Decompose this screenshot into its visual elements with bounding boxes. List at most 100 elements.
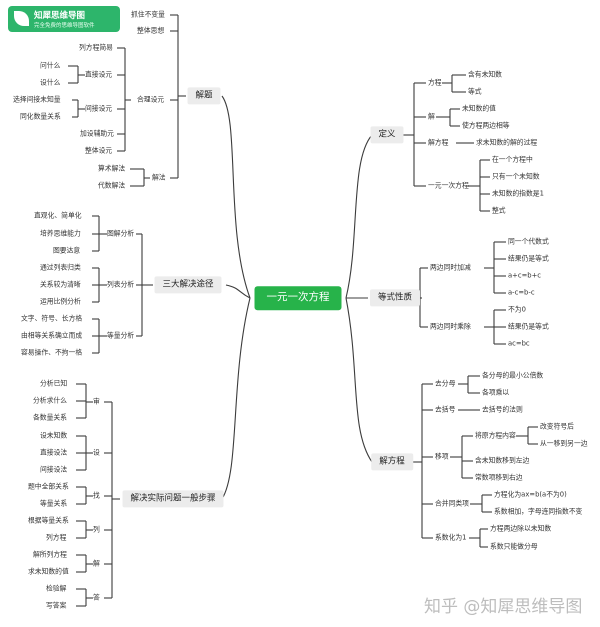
node-jiefa[interactable]: 解法 — [152, 173, 166, 182]
node-jiefangcheng-dingyi[interactable]: 解方程 — [428, 138, 449, 147]
node-shifangcheng[interactable]: 使方程两边相等 — [462, 121, 510, 130]
node-fenxiqiu[interactable]: 分析求什么 — [33, 396, 67, 405]
node-qiuweizhi[interactable]: 求未知数的值 — [28, 567, 69, 576]
node-daishu[interactable]: 代数解法 — [98, 181, 126, 190]
node-qukuohao[interactable]: 去括号 — [435, 405, 456, 414]
branch-jieti[interactable]: 解题 — [187, 87, 221, 105]
node-liebiao[interactable]: 列表分析 — [107, 280, 135, 289]
node-liefangcheng[interactable]: 列方程简易 — [79, 43, 113, 52]
node-tongguo[interactable]: 通过列表归类 — [40, 263, 81, 272]
node-chengchu[interactable]: 两边同时乘除 — [430, 322, 471, 331]
node-tujie[interactable]: 图解分析 — [107, 229, 135, 238]
watermark: 知乎 @知犀思维导图 — [424, 597, 583, 617]
node-changshu[interactable]: 常数项移到右边 — [475, 473, 523, 482]
node-zhiguan[interactable]: 直观化、简单化 — [34, 211, 82, 220]
node-jieguo2[interactable]: 结果仍是等式 — [508, 322, 549, 331]
node-tonghua[interactable]: 同化数量关系 — [20, 112, 61, 121]
node-peiyang[interactable]: 培养思维能力 — [40, 229, 81, 238]
node-xishuhua1[interactable]: 系数化为1 — [435, 533, 467, 542]
node-qiujie[interactable]: 求未知数的解的过程 — [476, 138, 538, 147]
node-tuyao[interactable]: 图要达意 — [53, 246, 81, 255]
node-dengshi[interactable]: 等式 — [468, 87, 482, 96]
node-geshu[interactable]: 各数量关系 — [33, 413, 67, 422]
node-qufenmu[interactable]: 去分母 — [435, 379, 456, 388]
node-gaibian[interactable]: 改变符号后 — [540, 422, 574, 431]
node-zaiyige[interactable]: 在一个方程中 — [492, 155, 533, 164]
node-jieguo1[interactable]: 结果仍是等式 — [508, 254, 549, 263]
node-jianjieshe[interactable]: 间接设法 — [40, 465, 68, 474]
node-suanshu[interactable]: 算术解法 — [98, 164, 126, 173]
branch-tujing[interactable]: 三大解决途径 — [154, 276, 222, 294]
node-jie[interactable]: 解 — [93, 559, 100, 568]
node-zhao[interactable]: 找 — [93, 491, 100, 500]
node-zhuabu[interactable]: 抓住不变量 — [131, 10, 165, 19]
node-huawei[interactable]: 方程化为ax=b(a不为0) — [494, 490, 567, 499]
node-fenxiyizhi[interactable]: 分析已知 — [40, 379, 68, 388]
node-gefenzi[interactable]: 各分母的最小公倍数 — [482, 371, 544, 380]
node-dengliangguanxi[interactable]: 等量关系 — [40, 499, 68, 508]
node-gexiang[interactable]: 各项乘以 — [482, 388, 510, 397]
node-jiesuolie[interactable]: 解所列方程 — [33, 550, 67, 559]
node-qukuohaofa[interactable]: 去括号的法则 — [482, 405, 523, 414]
leaf-logo-icon — [14, 11, 29, 26]
node-shexeme[interactable]: 设什么 — [40, 78, 61, 87]
node-yixiang[interactable]: 移项 — [435, 452, 449, 461]
node-zhiyou[interactable]: 只有一个未知数 — [492, 172, 540, 181]
node-jiajian[interactable]: 两边同时加减 — [430, 263, 471, 272]
node-amc[interactable]: a-c=b-c — [508, 288, 535, 297]
node-jianyan[interactable]: 检验解 — [46, 584, 67, 593]
node-hebing[interactable]: 合并同类项 — [435, 499, 469, 508]
root-topic[interactable]: 一元一次方程 — [254, 286, 342, 310]
node-yunyong[interactable]: 运用比例分析 — [40, 297, 81, 306]
node-jiangyuan[interactable]: 将原方程内容 — [475, 431, 516, 440]
branch-dingyi[interactable]: 定义 — [370, 126, 404, 144]
node-xuanze[interactable]: 选择间接未知量 — [13, 95, 61, 104]
node-guanxi[interactable]: 关系较为清晰 — [40, 280, 81, 289]
node-lie[interactable]: 列 — [93, 525, 100, 534]
node-jie-dingyi[interactable]: 解 — [428, 112, 435, 121]
node-wenzi[interactable]: 文字、符号、长方格 — [21, 314, 83, 323]
logo-subtitle: 完全免费的思维导图软件 — [34, 23, 95, 29]
node-tongyige[interactable]: 同一个代数式 — [508, 237, 549, 246]
node-zhishu[interactable]: 未知数的指数是1 — [492, 189, 544, 198]
node-weizhishu[interactable]: 未知数的值 — [462, 104, 496, 113]
node-shen[interactable]: 审 — [93, 397, 100, 406]
node-zhijie[interactable]: 直接设元 — [85, 70, 113, 79]
node-hanweizhi[interactable]: 含未知数移到左边 — [475, 456, 530, 465]
branch-yiban[interactable]: 解决实际问题一般步骤 — [122, 490, 224, 508]
node-acbc2[interactable]: ac=bc — [508, 339, 530, 348]
node-wenshenme[interactable]: 问什么 — [40, 61, 61, 70]
node-zhengshi[interactable]: 整式 — [492, 206, 506, 215]
node-xishuzhi[interactable]: 系数只能做分母 — [490, 542, 538, 551]
zhixi-logo: 知犀思维导图 完全免费的思维导图软件 — [8, 6, 120, 32]
node-rongyi[interactable]: 容易操作、不拘一格 — [21, 348, 83, 357]
node-youxiang[interactable]: 由相等关系确立而成 — [21, 331, 83, 340]
node-yiyuan[interactable]: 一元一次方程 — [428, 181, 469, 190]
node-hanyou[interactable]: 含有未知数 — [468, 70, 502, 79]
node-liefc[interactable]: 列方程 — [46, 533, 67, 542]
node-jianjie[interactable]: 间接设元 — [85, 104, 113, 113]
node-zhijieshe[interactable]: 直接设法 — [40, 448, 68, 457]
node-zhengtishe[interactable]: 整体设元 — [85, 146, 113, 155]
node-congyibian[interactable]: 从一移到另一边 — [540, 439, 588, 448]
node-fangcheng[interactable]: 方程 — [428, 78, 442, 87]
node-she[interactable]: 设 — [93, 448, 100, 457]
node-xieda[interactable]: 写答案 — [46, 601, 67, 610]
logo-title: 知犀思维导图 — [34, 11, 86, 21]
node-acbc[interactable]: a+c=b+c — [508, 271, 542, 280]
node-genju[interactable]: 根据等量关系 — [28, 516, 69, 525]
branch-xingzhi[interactable]: 等式性质 — [369, 289, 421, 307]
node-liangbian[interactable]: 方程两边除以未知数 — [490, 524, 552, 533]
node-dengliang[interactable]: 等量分析 — [107, 331, 135, 340]
node-sheweizhi[interactable]: 设未知数 — [40, 431, 68, 440]
node-da[interactable]: 答 — [93, 593, 100, 602]
node-tizhong[interactable]: 题中全部关系 — [28, 482, 69, 491]
branch-jiefangcheng[interactable]: 解方程 — [371, 453, 413, 471]
node-zhengti[interactable]: 整体思想 — [137, 26, 165, 35]
node-xishu[interactable]: 系数相加，字母连同指数不变 — [494, 507, 583, 516]
node-buwei0[interactable]: 不为0 — [508, 305, 526, 314]
node-jiashe[interactable]: 加设辅助元 — [80, 129, 114, 138]
node-heli[interactable]: 合理设元 — [137, 95, 165, 104]
